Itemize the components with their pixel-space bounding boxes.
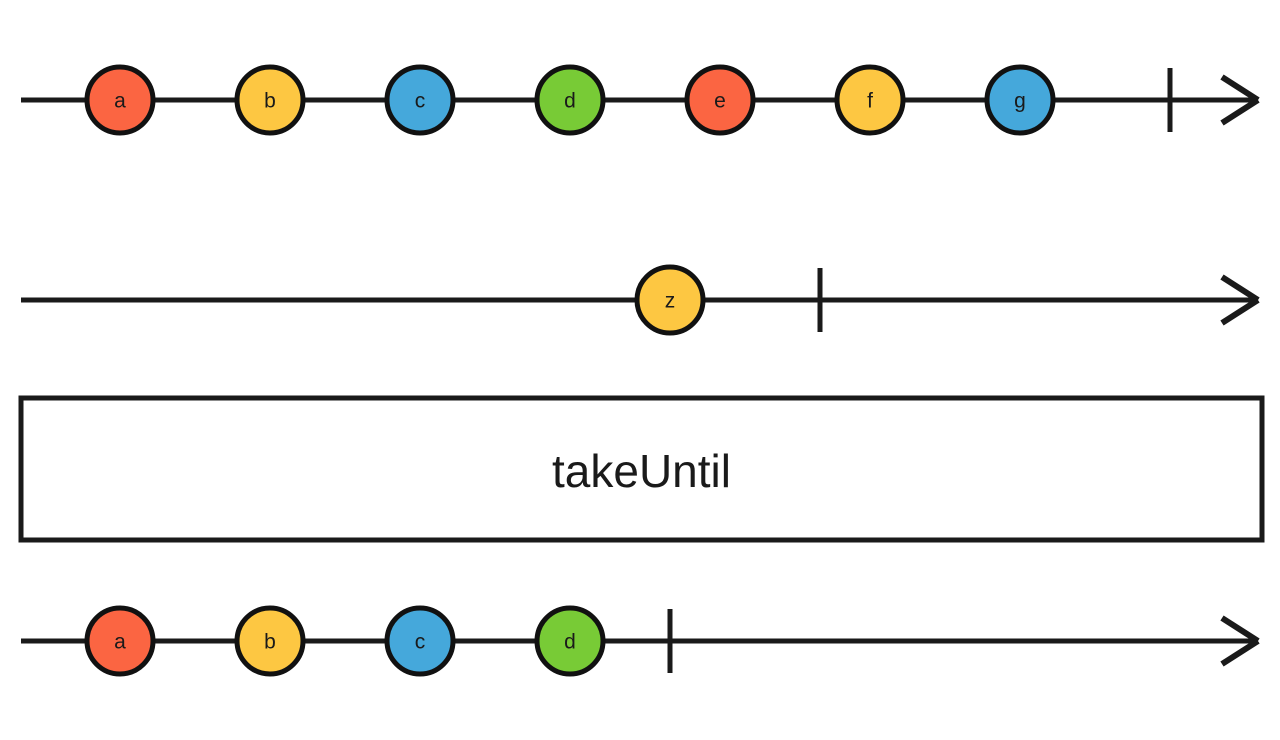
marble-label-b: b xyxy=(264,631,276,654)
marble-circle-z[interactable] xyxy=(634,264,706,336)
marble[interactable]: e xyxy=(684,64,756,136)
marble-label-b: b xyxy=(264,90,276,113)
marble-label-c: c xyxy=(415,631,426,654)
marble[interactable]: a xyxy=(84,64,156,136)
operator-box: takeUntil xyxy=(18,395,1265,543)
marble-circle-d[interactable] xyxy=(534,64,606,136)
marble-circle-b[interactable] xyxy=(234,64,306,136)
timeline-arrow-wing-lower xyxy=(1220,638,1260,667)
marble[interactable]: d xyxy=(534,605,606,677)
marble[interactable]: g xyxy=(984,64,1056,136)
marble-label-e: e xyxy=(714,90,726,113)
marble-label-g: g xyxy=(1014,90,1026,113)
marble[interactable]: z xyxy=(634,264,706,336)
timeline-source-observable: a b c d e f g xyxy=(21,64,1260,136)
marble-circle-c[interactable] xyxy=(384,64,456,136)
marble-circle-a[interactable] xyxy=(84,605,156,677)
marble-label-a: a xyxy=(114,631,126,654)
timeline-arrow-wing-upper xyxy=(1220,274,1260,303)
marble-label-f: f xyxy=(867,90,873,113)
timeline-arrow-wing-upper xyxy=(1220,615,1260,644)
marble-circle-b[interactable] xyxy=(234,605,306,677)
marble-circle-d[interactable] xyxy=(534,605,606,677)
marble-label-d: d xyxy=(564,90,576,113)
marble[interactable]: b xyxy=(234,64,306,136)
operator-box-label: takeUntil xyxy=(552,445,731,497)
marble-circle-a[interactable] xyxy=(84,64,156,136)
timeline-arrow-wing-lower xyxy=(1220,97,1260,126)
timeline-arrow-wing-lower xyxy=(1220,297,1260,326)
marble[interactable]: c xyxy=(384,64,456,136)
operator-box-outline xyxy=(18,395,1265,543)
marble-circle-f[interactable] xyxy=(834,64,906,136)
marble[interactable]: c xyxy=(384,605,456,677)
marble[interactable]: f xyxy=(834,64,906,136)
marble-circle-g[interactable] xyxy=(984,64,1056,136)
timeline-result-observable: a b c d xyxy=(21,605,1260,677)
marble-label-c: c xyxy=(415,90,426,113)
marble-circle-e[interactable] xyxy=(684,64,756,136)
marble[interactable]: a xyxy=(84,605,156,677)
timeline-notifier-observable: z xyxy=(21,264,1260,336)
timeline-arrow-wing-upper xyxy=(1220,74,1260,103)
marble-circle-c[interactable] xyxy=(384,605,456,677)
marble[interactable]: d xyxy=(534,64,606,136)
marble[interactable]: b xyxy=(234,605,306,677)
marble-label-a: a xyxy=(114,90,126,113)
marble-label-d: d xyxy=(564,631,576,654)
marble-label-z: z xyxy=(665,290,676,313)
